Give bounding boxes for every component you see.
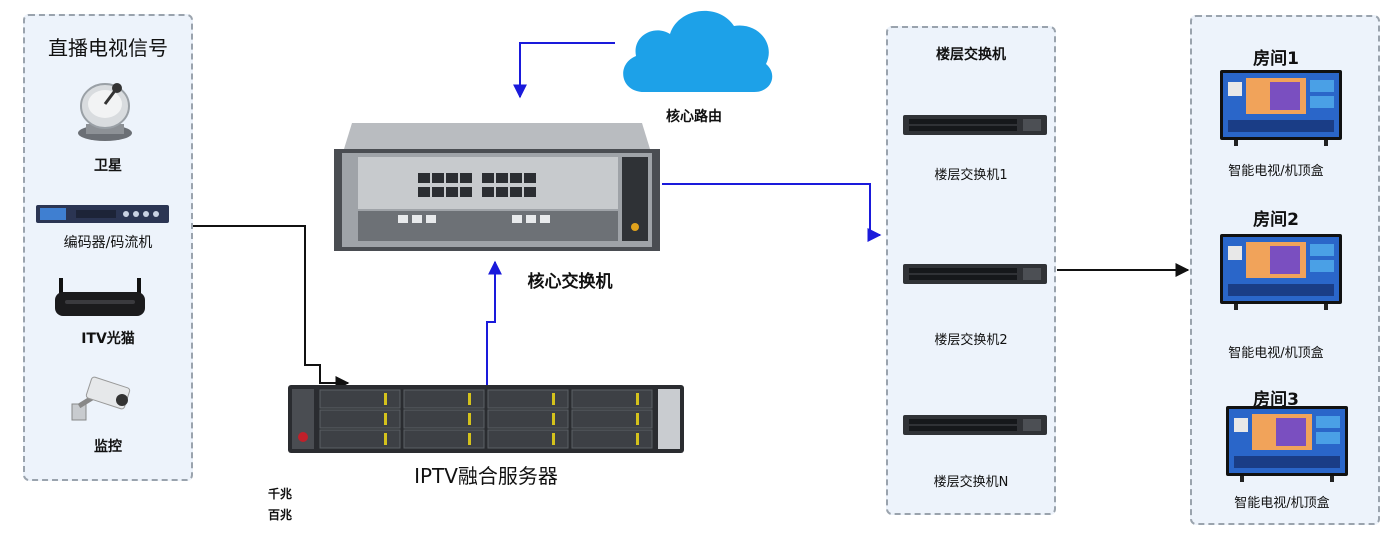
modem-icon: [55, 278, 145, 316]
room-1-device-label: 智能电视/机顶盒: [1228, 164, 1324, 179]
floor-switch-1-label: 楼层交换机1: [934, 168, 1008, 183]
encoder-label: 编码器/码流机: [63, 235, 153, 251]
link-sources-to-server: [193, 225, 350, 390]
modem-label: ITV光猫: [81, 331, 135, 347]
floor-switch-2-label: 楼层交换机2: [934, 333, 1008, 348]
link-switch-to-floor: [662, 183, 882, 242]
floor-switch-2-icon: [903, 264, 1047, 284]
monitor-label: 监控: [94, 439, 122, 455]
iptv-server-label: IPTV融合服务器: [414, 464, 558, 488]
core-router-label: 核心路由: [666, 109, 722, 125]
smart-tv-1-icon: [1220, 70, 1342, 146]
smart-tv-2-icon: [1220, 234, 1342, 310]
legend-fast: 百兆: [268, 508, 293, 522]
satellite-label: 卫星: [94, 158, 122, 174]
core-switch-icon: [334, 123, 660, 251]
cloud-icon: [623, 10, 773, 92]
iptv-server-icon: [288, 385, 684, 453]
link-router-to-switch: [513, 42, 615, 99]
room-2-title: 房间2: [1253, 210, 1299, 230]
floor-switch-n-icon: [903, 415, 1047, 435]
sources-title: 直播电视信号: [48, 36, 168, 60]
room-2-device-label: 智能电视/机顶盒: [1228, 346, 1324, 361]
link-server-to-switch: [486, 260, 502, 385]
floor-switch-n-label: 楼层交换机N: [933, 475, 1009, 490]
room-3-title: 房间3: [1253, 390, 1299, 410]
legend-gigabit: 千兆: [268, 487, 293, 501]
room-1-title: 房间1: [1253, 49, 1299, 69]
core-switch-label: 核心交换机: [527, 272, 613, 292]
encoder-icon: [36, 205, 169, 223]
floor-switch-1-icon: [903, 115, 1047, 135]
camera-icon: [71, 376, 131, 421]
smart-tv-3-icon: [1226, 406, 1348, 482]
room-3-device-label: 智能电视/机顶盒: [1234, 496, 1330, 511]
floor-switches-title: 楼层交换机: [936, 47, 1006, 63]
satellite-icon: [78, 83, 132, 141]
